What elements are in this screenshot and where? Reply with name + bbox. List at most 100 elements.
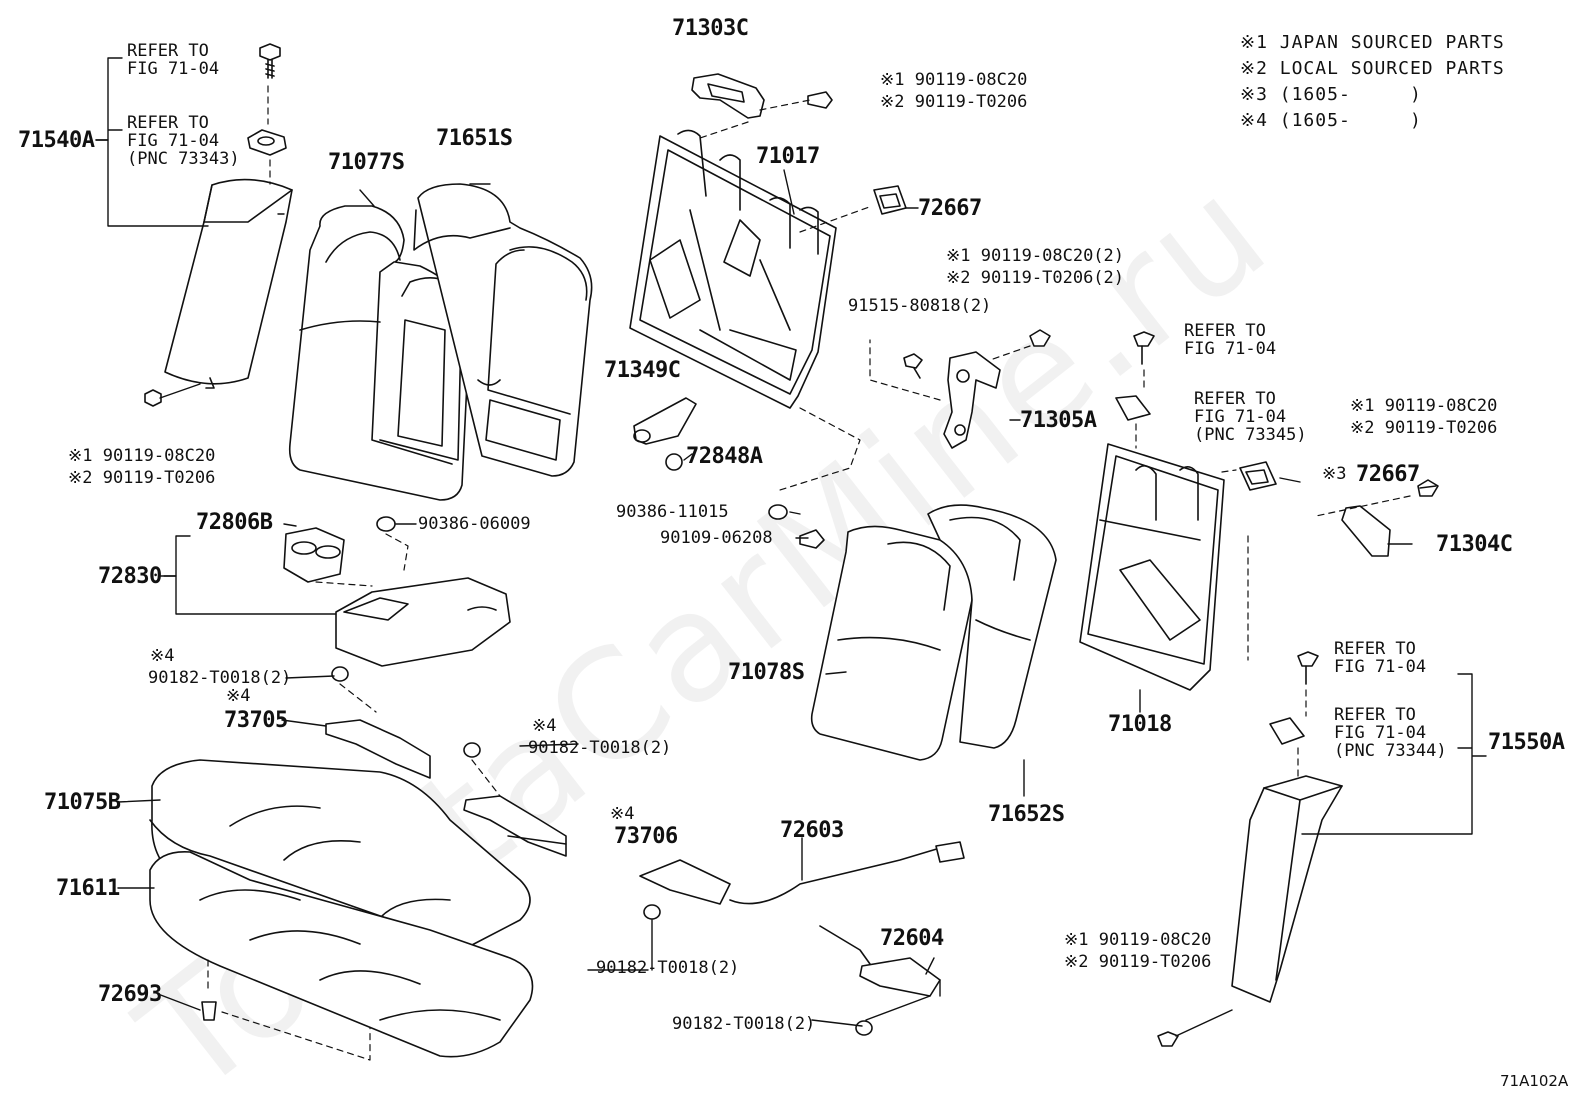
part-71303C[interactable]: 71303C bbox=[672, 16, 749, 41]
rear-seatback-71078S bbox=[810, 525, 973, 761]
rear-seatback-71652S bbox=[927, 504, 1057, 749]
part-72603[interactable]: 72603 bbox=[780, 818, 844, 843]
part-71018[interactable]: 71018 bbox=[1108, 712, 1172, 737]
part-90182-t0018-c[interactable]: 90182-T0018(2) bbox=[596, 958, 740, 978]
part-71651S[interactable]: 71651S bbox=[436, 126, 513, 151]
bolt-pillar-right-top bbox=[1297, 651, 1319, 685]
note-bolt-pillar-right-japan[interactable]: ※1 90119-08C20 bbox=[1064, 930, 1212, 950]
part-90386-11015[interactable]: 90386-11015 bbox=[616, 502, 729, 522]
nut-90182-a bbox=[331, 666, 349, 682]
bolt-pillar-right-bottom bbox=[1157, 1009, 1233, 1047]
rear-side-seatback-pillar-right bbox=[1231, 775, 1343, 1003]
part-72604[interactable]: 72604 bbox=[880, 926, 944, 951]
cap-72848A bbox=[665, 453, 683, 471]
refer-fig-71-04-pnc-73343[interactable]: REFER TO FIG 71-04 (PNC 73343) bbox=[127, 113, 240, 169]
note-bolt-71304C-local[interactable]: ※2 90119-T0206 bbox=[1350, 418, 1498, 438]
refer-fig-71-04-pnc-73344[interactable]: REFER TO FIG 71-04 (PNC 73344) bbox=[1334, 705, 1447, 761]
part-72693[interactable]: 72693 bbox=[98, 982, 162, 1007]
seatback-frame-71018 bbox=[1079, 443, 1225, 691]
note-bolt-pillar-left-local[interactable]: ※2 90119-T0206 bbox=[68, 468, 216, 488]
part-72848A[interactable]: 72848A bbox=[686, 444, 763, 469]
bracket-71304C bbox=[1341, 505, 1391, 557]
part-73705[interactable]: 73705 bbox=[224, 708, 288, 733]
legend-date-4: ※4 (1605- ) bbox=[1240, 110, 1422, 131]
part-71077S[interactable]: 71077S bbox=[328, 150, 405, 175]
legend-date-3: ※3 (1605- ) bbox=[1240, 84, 1422, 105]
note-bolt-71303C-local[interactable]: ※2 90119-T0206 bbox=[880, 92, 1028, 112]
bolt-90109 bbox=[799, 529, 825, 549]
nut-90182-d bbox=[855, 1020, 873, 1036]
part-71550A[interactable]: 71550A bbox=[1488, 730, 1565, 755]
note-mark-4-a: ※4 bbox=[150, 646, 175, 666]
part-90182-t0018-d[interactable]: 90182-T0018(2) bbox=[672, 1014, 816, 1034]
note-mark-3: ※3 bbox=[1322, 464, 1347, 484]
bolt-pillar-left bbox=[144, 383, 201, 407]
seatback-frame-71017 bbox=[629, 129, 837, 409]
nut-90182-b bbox=[463, 742, 481, 758]
bolt-71303C bbox=[807, 91, 833, 109]
armrest-72830 bbox=[335, 577, 511, 667]
note-bolt-71303C-japan[interactable]: ※1 90119-08C20 bbox=[880, 70, 1028, 90]
part-71652S[interactable]: 71652S bbox=[988, 802, 1065, 827]
rear-side-seatback-pillar-left bbox=[164, 178, 293, 389]
note-bolt-hinge-japan[interactable]: ※1 90119-08C20(2) bbox=[946, 246, 1125, 266]
cover-71349C bbox=[633, 397, 697, 445]
nut-90386-11015 bbox=[768, 504, 788, 520]
part-72830[interactable]: 72830 bbox=[98, 564, 162, 589]
refer-fig-71-04-pnc-73345[interactable]: REFER TO FIG 71-04 (PNC 73345) bbox=[1194, 389, 1307, 445]
part-71540A[interactable]: 71540A bbox=[18, 128, 95, 153]
bolt-90119-hinge bbox=[1029, 329, 1051, 347]
part-90182-t0018-a[interactable]: 90182-T0018(2) bbox=[148, 668, 292, 688]
rear-seatback-assembly-right bbox=[413, 183, 593, 477]
release-cable-72603 bbox=[639, 841, 965, 905]
hinge-bracket-71303C bbox=[691, 73, 765, 119]
part-91515-80818[interactable]: 91515-80818(2) bbox=[848, 296, 992, 316]
bolt-refer-71-04 bbox=[1133, 331, 1155, 365]
refer-fig-71-04-c[interactable]: REFER TO FIG 71-04 bbox=[1334, 639, 1427, 677]
part-71611[interactable]: 71611 bbox=[56, 876, 120, 901]
bolt-71304C bbox=[1417, 479, 1439, 497]
part-71017[interactable]: 71017 bbox=[756, 144, 820, 169]
part-90109-06208[interactable]: 90109-06208 bbox=[660, 528, 773, 548]
legend-local-sourced: ※2 LOCAL SOURCED PARTS bbox=[1240, 58, 1505, 79]
legend-japan-sourced: ※1 JAPAN SOURCED PARTS bbox=[1240, 32, 1505, 53]
clip-73345 bbox=[1115, 395, 1151, 421]
note-bolt-pillar-right-local[interactable]: ※2 90119-T0206 bbox=[1064, 952, 1212, 972]
clip-72667-upper bbox=[873, 185, 907, 215]
part-90182-t0018-b[interactable]: 90182-T0018(2) bbox=[528, 738, 672, 758]
part-73706[interactable]: 73706 bbox=[614, 824, 678, 849]
part-72806B[interactable]: 72806B bbox=[196, 510, 273, 535]
part-72667-lower[interactable]: 72667 bbox=[1356, 462, 1420, 487]
nut-90182-c bbox=[643, 904, 661, 920]
figure-code: 71A102A bbox=[1500, 1072, 1569, 1090]
seat-cushion-pad-71611 bbox=[149, 851, 534, 1058]
part-72667-upper[interactable]: 72667 bbox=[918, 196, 982, 221]
note-bolt-hinge-local[interactable]: ※2 90119-T0206(2) bbox=[946, 268, 1125, 288]
note-mark-4-c: ※4 bbox=[532, 716, 557, 736]
cup-holder-72806B bbox=[283, 527, 345, 583]
bolt-top-left bbox=[259, 43, 281, 79]
part-71349C[interactable]: 71349C bbox=[604, 358, 681, 383]
part-71305A[interactable]: 71305A bbox=[1020, 408, 1097, 433]
clip-73343 bbox=[247, 129, 287, 156]
part-71075B[interactable]: 71075B bbox=[44, 790, 121, 815]
clip-73344 bbox=[1269, 717, 1305, 745]
refer-fig-71-04-b[interactable]: REFER TO FIG 71-04 bbox=[1184, 321, 1277, 359]
note-mark-4-b: ※4 bbox=[226, 686, 251, 706]
note-bolt-71304C-japan[interactable]: ※1 90119-08C20 bbox=[1350, 396, 1498, 416]
hinge-71305A bbox=[943, 351, 1001, 449]
part-71078S[interactable]: 71078S bbox=[728, 660, 805, 685]
clip-72693 bbox=[201, 1001, 217, 1021]
bolt-91515 bbox=[903, 353, 923, 379]
part-71304C[interactable]: 71304C bbox=[1436, 532, 1513, 557]
part-90386-06009[interactable]: 90386-06009 bbox=[418, 514, 531, 534]
note-mark-4-d: ※4 bbox=[610, 804, 635, 824]
rear-seatback-assembly-left bbox=[288, 205, 471, 501]
note-bolt-pillar-left-japan[interactable]: ※1 90119-08C20 bbox=[68, 446, 216, 466]
clip-90386-06009 bbox=[376, 516, 396, 532]
clip-72667-lower bbox=[1239, 461, 1277, 491]
refer-fig-71-04-a[interactable]: REFER TO FIG 71-04 bbox=[127, 41, 220, 79]
bracket-73705 bbox=[325, 719, 431, 779]
